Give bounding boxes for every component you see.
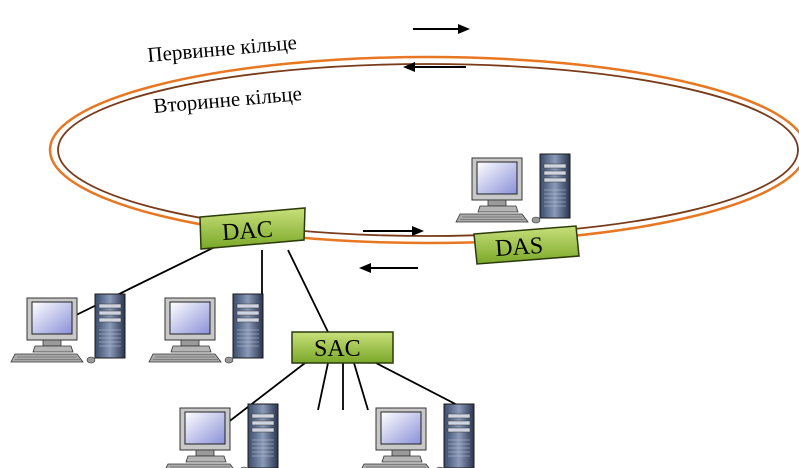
arrow-secondary-left-icon [403,62,466,72]
sac-label: SAC [314,336,361,362]
workstation-das-icon [455,153,571,224]
primary-ring [48,55,799,245]
das-label: DAS [494,233,544,262]
network-links [67,241,468,431]
workstation-left-2-icon [148,293,264,364]
secondary-ring [57,63,799,237]
dac-node: DAC [199,207,306,250]
fddi-ring [48,55,799,245]
arrow-lower-left-icon [359,263,418,273]
workstation-bottom-2-icon [359,403,475,468]
workstation-bottom-1-icon [163,403,279,468]
sac-node: SAC [291,331,394,364]
arrow-lower-right-icon [363,226,424,236]
dac-label: DAC [221,217,273,246]
arrow-primary-right-icon [413,24,470,34]
primary-ring-label: Первинне кільце [146,30,297,67]
das-node: DAS [473,225,580,265]
workstation-left-1-icon [10,293,126,364]
